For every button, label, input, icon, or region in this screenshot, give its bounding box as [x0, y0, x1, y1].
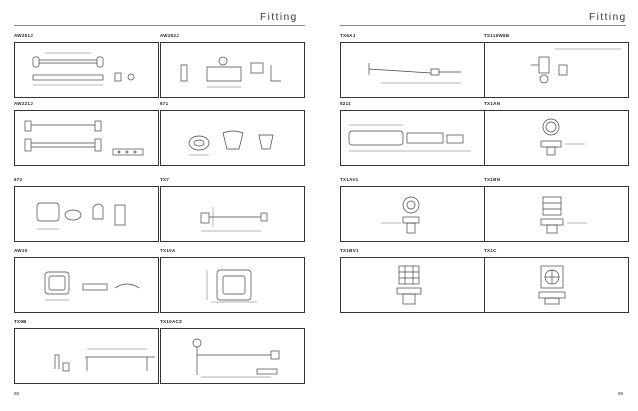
page-title-left: Fitting — [260, 12, 298, 23]
product-label: TX6AJ — [340, 33, 356, 38]
shelf-drawing — [348, 124, 471, 152]
product-label: TX9B — [14, 319, 27, 324]
drawing-frame — [340, 186, 485, 242]
square-drain-drawing — [396, 265, 422, 305]
robe-hook-drawing — [180, 56, 281, 88]
product-label: 672 — [14, 177, 23, 182]
grab-bar-drawing — [54, 348, 155, 372]
drawing-frame — [340, 257, 485, 313]
product-label: TX1AV1 — [340, 177, 359, 182]
hook-drawing — [36, 202, 126, 230]
spout-drawing — [192, 338, 280, 378]
drawing-frame — [14, 110, 159, 166]
drawing-frame — [14, 186, 159, 242]
drawing-frame — [484, 42, 629, 98]
drawing-frame — [160, 110, 305, 166]
product-label: TX10A — [160, 248, 176, 253]
shelf-bracket-drawing — [206, 269, 257, 303]
valve-drawing — [531, 48, 621, 84]
towel-bar-drawing — [24, 120, 144, 156]
page-number-right: 89 — [618, 391, 624, 396]
floor-drain-drawing — [381, 196, 420, 234]
square-drain-drawing — [540, 196, 587, 234]
drawing-frame — [160, 328, 305, 384]
drawing-frame — [340, 42, 485, 98]
drawing-frame — [160, 42, 305, 98]
drawing-frame — [160, 186, 305, 242]
drawing-frame — [340, 110, 485, 166]
page-title-right: Fitting — [589, 12, 627, 23]
drawing-frame — [14, 42, 159, 98]
tumbler-holder-drawing — [188, 130, 274, 156]
product-label: 5211 — [340, 101, 351, 106]
towel-bar-drawing — [32, 52, 135, 86]
product-label: TX1C — [484, 248, 497, 253]
product-label: TX1AN — [484, 101, 501, 106]
drawing-frame — [484, 257, 629, 313]
towel-ring-drawing — [200, 207, 268, 232]
drawing-frame — [484, 110, 629, 166]
round-drain-drawing — [540, 118, 585, 156]
drawing-frame — [484, 186, 629, 242]
product-label: AW221J — [14, 101, 34, 106]
soap-dish-drawing — [44, 271, 140, 301]
product-label: TX1BN — [484, 177, 501, 182]
page-number-left: 88 — [14, 391, 20, 396]
grated-drain-drawing — [538, 265, 566, 305]
product-label: TX10ACZ — [160, 319, 183, 324]
drawing-frame — [14, 328, 159, 384]
drain-pipe-drawing — [368, 63, 461, 84]
product-label: 671 — [160, 101, 169, 106]
header-rule-right — [340, 25, 626, 26]
product-label: AW10 — [14, 248, 28, 253]
product-label: AW251J — [14, 33, 34, 38]
drawing-frame — [160, 257, 305, 313]
drawing-frame — [14, 257, 159, 313]
product-label: TS110W6B — [484, 33, 510, 38]
product-label: TX1BV1 — [340, 248, 359, 253]
product-label: AW252J — [160, 33, 180, 38]
product-label: TX7 — [160, 177, 170, 182]
header-rule-left — [14, 25, 305, 26]
